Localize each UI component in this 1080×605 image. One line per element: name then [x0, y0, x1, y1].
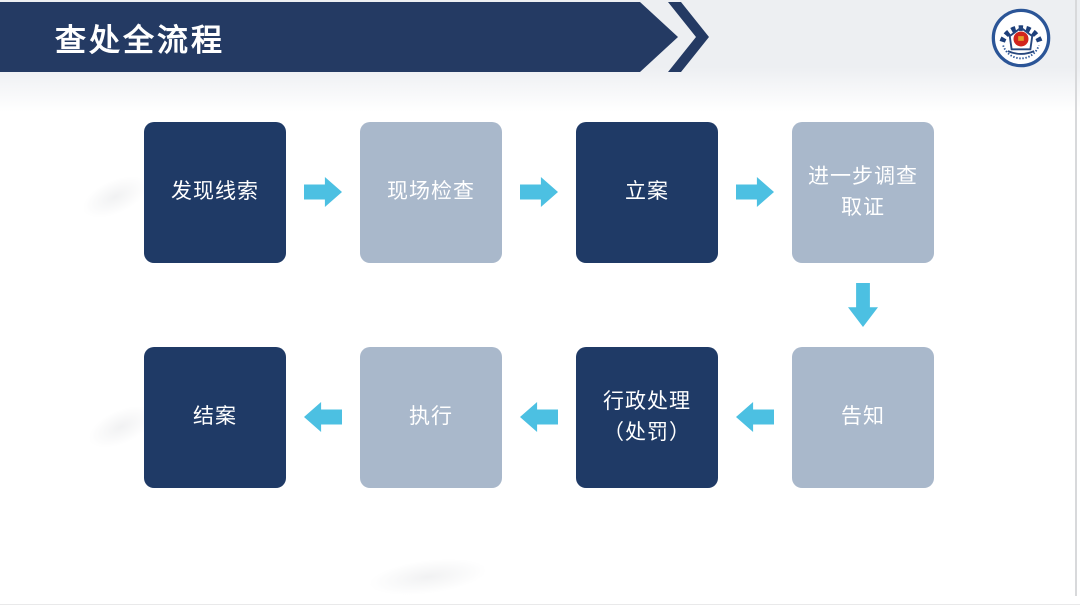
arrow-left-icon [736, 402, 774, 432]
flow-step-5: 告知 [792, 347, 934, 488]
agency-emblem-icon [991, 8, 1051, 68]
title-bar: 查处全流程 [0, 2, 678, 72]
arrow-right-icon [520, 177, 558, 207]
flow-step-1: 发现线索 [144, 122, 286, 263]
flow-step-6: 行政处理 （处罚） [576, 347, 718, 488]
flow-step-2: 现场检查 [360, 122, 502, 263]
background-swoosh [76, 167, 154, 227]
flow-step-4: 进一步调查 取证 [792, 122, 934, 263]
arrow-down-icon [848, 283, 878, 327]
window-right-border [1075, 0, 1077, 596]
arrow-left-icon [520, 402, 558, 432]
flow-step-8: 结案 [144, 347, 286, 488]
flow-step-7: 执行 [360, 347, 502, 488]
arrow-left-icon [304, 402, 342, 432]
arrow-right-icon [736, 177, 774, 207]
page-title: 查处全流程 [55, 22, 225, 58]
arrow-right-icon [304, 177, 342, 207]
background-swoosh [366, 552, 490, 602]
flow-step-3: 立案 [576, 122, 718, 263]
